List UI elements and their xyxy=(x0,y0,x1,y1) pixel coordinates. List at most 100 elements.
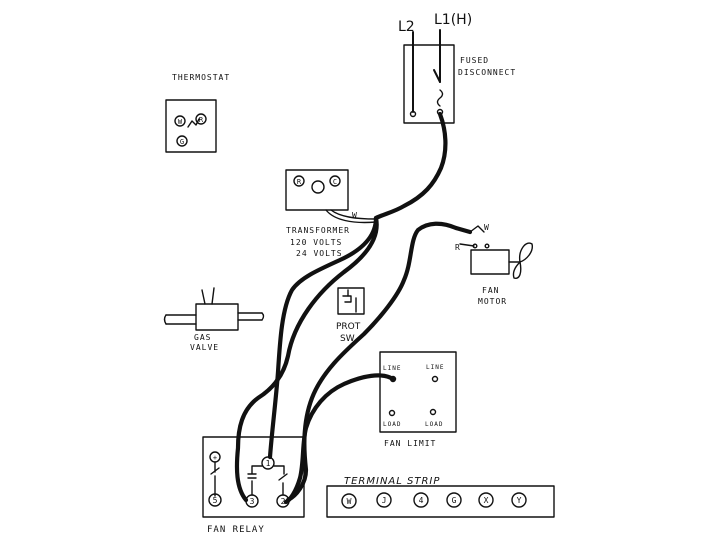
wire-transformer-to-relay-3 xyxy=(234,215,379,503)
valve-label: VALVE xyxy=(190,343,219,352)
fan-relay-terminal-5-label: 5 xyxy=(213,496,218,505)
prot-switch-leads xyxy=(347,289,357,313)
transformer: R C W TRANSFORMER 120 VOLTS 24 VOLTS xyxy=(285,169,377,258)
fan-blade-lower xyxy=(512,261,522,279)
gas-valve-body xyxy=(195,303,239,331)
terminal-j xyxy=(376,492,392,508)
fan-limit-load-terminal-right xyxy=(429,408,437,416)
transformer-terminal-r xyxy=(293,175,305,187)
fan-motor-terminal-1 xyxy=(472,243,478,249)
transformer-120v-label: 120 VOLTS xyxy=(290,238,342,247)
wire-fan-limit-to-relay-2 xyxy=(283,373,396,505)
terminal-y xyxy=(511,492,527,508)
fan-relay-capacitor xyxy=(247,465,263,496)
fan-limit: LINE LINE LOAD LOAD FAN LIMIT xyxy=(379,351,457,448)
sw-label: SW. xyxy=(340,334,356,344)
terminal-g-label: G xyxy=(452,496,457,505)
fan-relay-terminal-3-label: 3 xyxy=(250,497,255,506)
terminal-x xyxy=(478,492,494,508)
thermostat-switch-symbol xyxy=(187,118,200,128)
wires xyxy=(234,111,473,505)
wire-fan-motor-to-relay-2 xyxy=(285,221,459,503)
transformer-24v-label: 24 VOLTS xyxy=(296,249,343,258)
fan-motor-box xyxy=(470,249,510,275)
thermostat: THERMOSTAT W R G xyxy=(165,73,230,153)
wire-l1-to-transformer xyxy=(373,111,448,221)
fan-relay-terminal-2-label: 2 xyxy=(281,497,286,506)
thermostat-box xyxy=(165,99,217,153)
fan-motor-label-2: MOTOR xyxy=(478,297,507,306)
terminal-j-label: J xyxy=(382,496,387,505)
prot-switch-symbol xyxy=(342,295,352,303)
terminal-strip-title: TERMINAL STRIP xyxy=(344,476,440,487)
gas-label: GAS xyxy=(194,333,211,342)
transformer-box xyxy=(285,169,349,211)
transformer-r-label: R xyxy=(297,178,302,186)
fan-limit-line-label-left: LINE xyxy=(383,365,401,372)
disconnect-label: DISCONNECT xyxy=(458,68,516,77)
terminal-4 xyxy=(413,492,429,508)
l2-label: L2 xyxy=(398,19,415,35)
gas-valve: GAS VALVE xyxy=(163,287,265,352)
terminal-strip-box xyxy=(326,485,555,518)
terminal-g xyxy=(446,492,462,508)
fan-limit-box xyxy=(379,351,457,433)
prot-label: PROT xyxy=(336,322,361,332)
terminal-w xyxy=(341,493,357,509)
terminal-4-label: 4 xyxy=(419,496,424,505)
transformer-w-label: W xyxy=(352,211,357,220)
fan-limit-line-label-right: LINE xyxy=(426,364,444,371)
thermostat-g-label: G xyxy=(180,138,184,146)
fan-motor: W R FAN MOTOR xyxy=(455,223,534,306)
terminal-strip: TERMINAL STRIP W J 4 G X Y xyxy=(326,476,555,518)
fan-motor-lead-w xyxy=(469,225,485,233)
wire-fan-motor-w-lead xyxy=(453,225,473,235)
prot-switch: PROT SW. xyxy=(336,287,365,344)
switch-blade xyxy=(433,69,441,83)
fan-relay-terminal-5 xyxy=(208,493,222,507)
transformer-terminal-c xyxy=(329,175,341,187)
thermostat-label: THERMOSTAT xyxy=(172,73,230,82)
fan-limit-load-label-left: LOAD xyxy=(383,421,401,428)
terminal-x-label: X xyxy=(484,496,489,505)
terminal-y-label: Y xyxy=(517,496,522,505)
l2-terminal xyxy=(409,110,417,118)
fan-relay-terminal-1-label: 1 xyxy=(266,459,271,468)
fan-limit-load-label-right: LOAD xyxy=(425,421,443,428)
transformer-label: TRANSFORMER xyxy=(286,226,350,235)
transformer-center-circle xyxy=(311,180,325,194)
fan-limit-load-terminal-left xyxy=(388,409,396,417)
fan-limit-line-terminal-right xyxy=(431,375,439,383)
fan-relay-title: FAN RELAY xyxy=(207,525,265,535)
wire-transformer-to-relay-1 xyxy=(267,215,379,460)
thermostat-terminal-w xyxy=(174,115,186,127)
fan-motor-r-label: R xyxy=(455,243,460,252)
fuse-symbol xyxy=(436,89,444,107)
thermostat-r-label: R xyxy=(199,116,204,124)
prot-switch-box xyxy=(337,287,365,315)
gas-pipe-left-end xyxy=(163,314,167,325)
terminal-w-label: W xyxy=(347,497,352,506)
fan-limit-title: FAN LIMIT xyxy=(384,439,436,448)
gas-valve-leads xyxy=(201,287,215,305)
fan-relay-contact-left xyxy=(210,461,220,497)
thermostat-terminal-r xyxy=(195,113,207,125)
disconnect-box xyxy=(403,44,455,124)
fused-label: FUSED xyxy=(460,56,489,65)
transformer-lead-1 xyxy=(325,209,377,224)
fan-relay-contact-right xyxy=(273,465,288,496)
thermostat-terminal-g xyxy=(176,135,188,147)
fan-motor-lead-r xyxy=(459,243,475,247)
fan-motor-label-1: FAN xyxy=(482,286,499,295)
fan-motor-terminal-2 xyxy=(484,243,490,249)
gas-pipe-right-end xyxy=(261,312,265,321)
fan-motor-w-label: W xyxy=(484,223,489,232)
transformer-lead-2 xyxy=(330,209,377,220)
fused-disconnect: L2 L1(H) FUSED DISCONNECT xyxy=(398,12,516,124)
l1-label: L1(H) xyxy=(434,12,472,28)
fan-relay-coil-mark: + xyxy=(213,454,217,462)
fan-blade-upper xyxy=(518,242,534,263)
thermostat-w-label: W xyxy=(178,118,183,126)
